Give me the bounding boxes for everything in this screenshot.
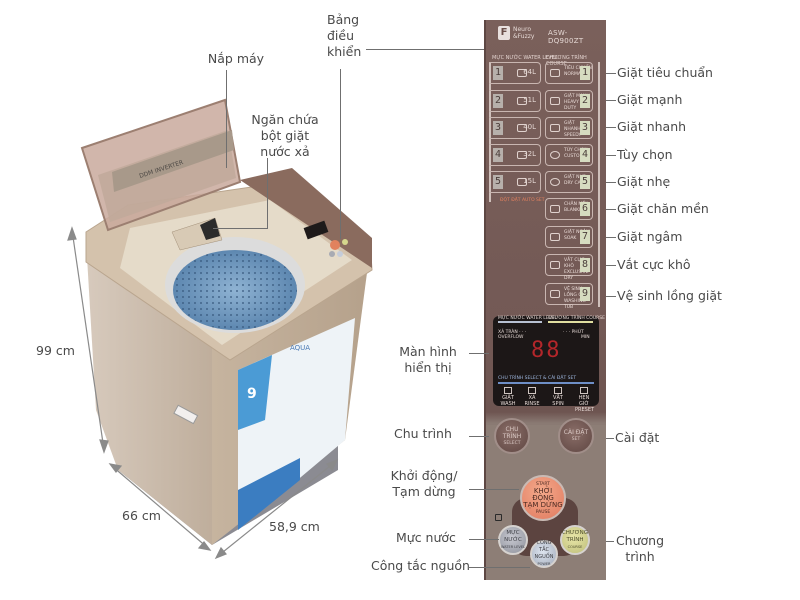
water-level-icon bbox=[517, 178, 527, 186]
water-level-1-button[interactable]: 1 64L bbox=[489, 62, 541, 84]
detergent-leader-line-h bbox=[213, 228, 268, 229]
width-dimension: 58,9 cm bbox=[269, 519, 320, 534]
control-panel-label: Bảng điều khiển bbox=[327, 12, 362, 59]
dry-care-icon bbox=[550, 178, 560, 186]
course-header: CHƯƠNG TRÌNH COURSE bbox=[546, 55, 587, 67]
water-level-3-button[interactable]: 3 40L bbox=[489, 117, 541, 139]
heavy-duty-icon bbox=[550, 97, 560, 105]
program-label-2: Giặt mạnh bbox=[617, 92, 683, 107]
program-label-9: Vệ sinh lồng giặt bbox=[617, 288, 722, 303]
height-dimension: 99 cm bbox=[36, 343, 75, 358]
program-label-3: Giặt nhanh bbox=[617, 119, 687, 134]
program-label-6: Giặt chăn mền bbox=[617, 201, 709, 216]
display-label: Màn hình hiển thị bbox=[399, 344, 457, 375]
seven-segment-digits: 88 bbox=[531, 338, 562, 363]
cycle-label: Chu trình bbox=[394, 426, 452, 441]
control-panel: F Neuro&Fuzzy ASW-DQ900ZT MỰC NƯỚC WATER… bbox=[484, 20, 606, 580]
power-switch-label: Công tắc nguồn bbox=[371, 558, 470, 573]
program-label-8: Vắt cực khô bbox=[617, 257, 691, 272]
blanket-icon bbox=[550, 205, 560, 213]
control-panel-leader-line bbox=[366, 49, 484, 50]
water-level-label: Mực nước bbox=[396, 530, 456, 545]
program-label-7: Giặt ngâm bbox=[617, 229, 683, 244]
shirt-icon bbox=[550, 69, 560, 77]
tub-clean-icon bbox=[550, 290, 560, 298]
course-label: Chương trình bbox=[615, 533, 665, 564]
setting-label: Cài đặt bbox=[615, 430, 660, 445]
detergent-drawer-label: Ngăn chứa bột giặt nước xả bbox=[251, 112, 319, 159]
child-lock-icon bbox=[495, 514, 502, 521]
control-panel-leader-line-v bbox=[340, 69, 341, 239]
depth-dimension: 66 cm bbox=[122, 508, 161, 523]
detergent-leader-line bbox=[267, 158, 268, 228]
water-level-icon bbox=[517, 97, 527, 105]
fuzzy-logo-icon: F bbox=[498, 26, 510, 40]
program-label-4: Tùy chọn bbox=[617, 147, 673, 162]
water-level-icon bbox=[517, 151, 527, 159]
led-display: MỰC NƯỚC WATER LEVEL CHƯƠNG TRÌNH COURSE… bbox=[493, 316, 605, 413]
svg-text:AQUA: AQUA bbox=[290, 344, 310, 352]
water-level-icon bbox=[517, 69, 527, 77]
exclusive-dry-icon bbox=[550, 261, 560, 269]
lid-label: Nắp máy bbox=[207, 51, 265, 66]
water-level-5-button[interactable]: 5 15L bbox=[489, 171, 541, 193]
water-level-4-button[interactable]: 4 32L bbox=[489, 144, 541, 166]
soak-icon bbox=[550, 233, 560, 241]
panel-brand: F Neuro&Fuzzy ASW-DQ900ZT bbox=[498, 24, 598, 45]
auto-set-label: ĐỘT ĐẶT AUTO SET bbox=[500, 198, 545, 203]
program-label-5: Giặt nhẹ bbox=[617, 174, 671, 189]
water-level-2-button[interactable]: 2 51L bbox=[489, 90, 541, 112]
start-pause-label: Khởi động/ Tạm dừng bbox=[390, 468, 458, 499]
water-level-header: MỰC NƯỚC WATER LEVEL bbox=[492, 55, 558, 61]
custom-icon bbox=[550, 151, 560, 159]
speedy-icon bbox=[550, 124, 560, 132]
water-level-icon bbox=[517, 124, 527, 132]
start-pause-button[interactable]: START KHỞI ĐỘNG TẠM DỪNG PAUSE bbox=[520, 475, 566, 521]
model-number: ASW-DQ900ZT bbox=[548, 29, 584, 45]
lid-leader-line bbox=[226, 70, 227, 168]
program-label-1: Giặt tiêu chuẩn bbox=[617, 65, 713, 80]
svg-text:9: 9 bbox=[247, 386, 257, 402]
